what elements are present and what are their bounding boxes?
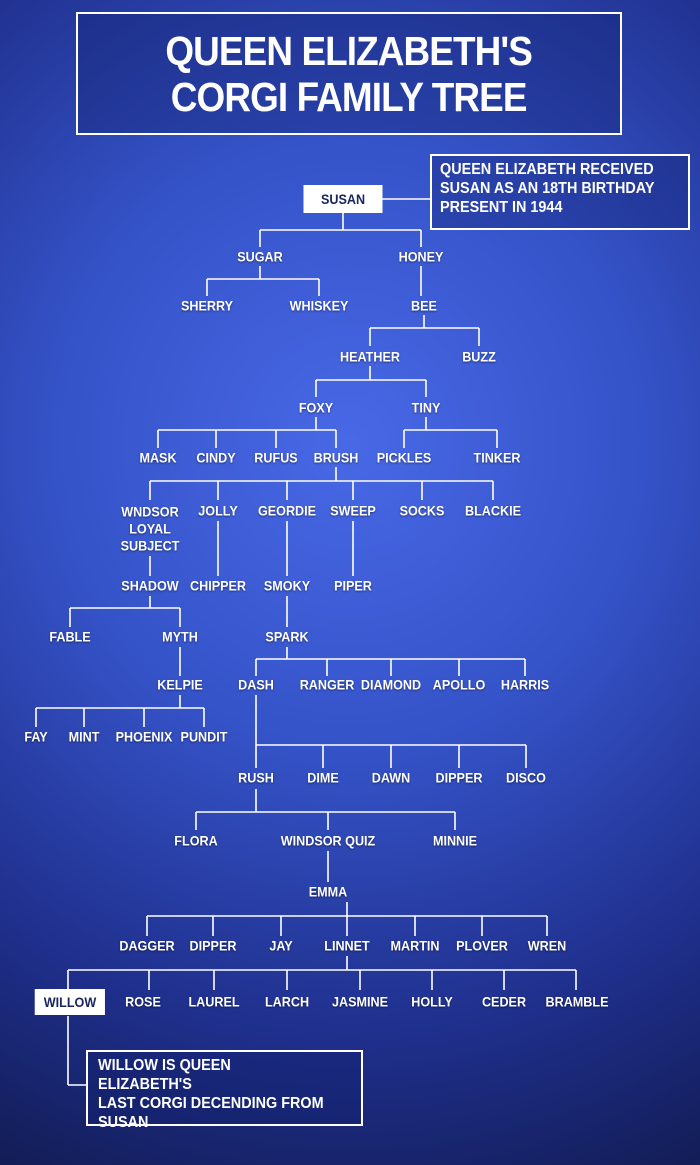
- dog-pickles: PICKLES: [376, 449, 432, 466]
- dog-rush: RUSH: [238, 769, 274, 786]
- dog-sherry: SHERRY: [180, 297, 234, 314]
- susan-note-box: QUEEN ELIZABETH RECEIVED SUSAN AS AN 18T…: [430, 154, 690, 230]
- dog-dime: DIME: [307, 769, 339, 786]
- dog-whiskey: WHISKEY: [289, 297, 349, 314]
- dog-dipper-2: DIPPER: [189, 937, 237, 954]
- dog-wren: WREN: [527, 937, 567, 954]
- dog-heather: HEATHER: [340, 348, 400, 365]
- dog-sugar: SUGAR: [237, 248, 283, 265]
- dog-martin: MARTIN: [390, 937, 440, 954]
- dog-kelpie: KELPIE: [157, 676, 203, 693]
- dog-honey: HONEY: [398, 248, 444, 265]
- dog-bramble: BRAMBLE: [545, 993, 609, 1010]
- dog-diamond: DIAMOND: [360, 676, 422, 693]
- dog-blackie: BLACKIE: [464, 502, 522, 519]
- dog-harris: HARRIS: [500, 676, 550, 693]
- dog-plover: PLOVER: [456, 937, 508, 954]
- dog-bee: BEE: [411, 297, 437, 314]
- dog-fay: FAY: [24, 728, 48, 745]
- dog-disco: DISCO: [506, 769, 546, 786]
- dog-holly: HOLLY: [411, 993, 453, 1010]
- dog-chipper: CHIPPER: [189, 577, 247, 594]
- dog-jay: JAY: [269, 937, 293, 954]
- dog-sweep: SWEEP: [330, 502, 376, 519]
- dog-dash: DASH: [238, 676, 274, 693]
- dog-flora: FLORA: [174, 832, 218, 849]
- dog-apollo: APOLLO: [432, 676, 486, 693]
- dog-ranger: RANGER: [299, 676, 355, 693]
- dog-minnie: MINNIE: [432, 832, 478, 849]
- dog-mint: MINT: [68, 728, 100, 745]
- dog-shadow: SHADOW: [121, 577, 179, 594]
- dog-geordie: GEORDIE: [257, 502, 317, 519]
- dog-laurel: LAUREL: [188, 993, 240, 1010]
- dog-dagger: DAGGER: [119, 937, 175, 954]
- dog-buzz: BUZZ: [462, 348, 496, 365]
- title-line-2: CORGI FAMILY TREE: [171, 73, 528, 120]
- dog-mask: MASK: [139, 449, 177, 466]
- dog-willow-box: WILLOW: [34, 989, 106, 1015]
- dog-dipper: DIPPER: [435, 769, 483, 786]
- dog-rufus: RUFUS: [254, 449, 298, 466]
- dog-cindy: CINDY: [196, 449, 236, 466]
- willow-note-box: WILLOW IS QUEEN ELIZABETH'S LAST CORGI D…: [86, 1050, 363, 1131]
- willow-note-text: WILLOW IS QUEEN ELIZABETH'S LAST CORGI D…: [98, 1057, 324, 1131]
- dog-dawn: DAWN: [371, 769, 411, 786]
- susan-note-text: QUEEN ELIZABETH RECEIVED SUSAN AS AN 18T…: [440, 161, 655, 216]
- title-banner: QUEEN ELIZABETH'S CORGI FAMILY TREE: [76, 12, 622, 135]
- title-line-1: QUEEN ELIZABETH'S: [165, 27, 534, 74]
- dog-linnet: LINNET: [324, 937, 370, 954]
- dog-fable: FABLE: [49, 628, 91, 645]
- dog-windsor-quiz: WINDSOR QUIZ: [280, 832, 376, 849]
- dog-piper: PIPER: [334, 577, 372, 594]
- dog-susan: SUSAN: [320, 191, 366, 207]
- dog-jasmine: JASMINE: [331, 993, 389, 1010]
- dog-phoenix: PHOENIX: [115, 728, 173, 745]
- dog-pundit: PUNDIT: [180, 728, 228, 745]
- dog-ceder: CEDER: [481, 993, 527, 1010]
- dog-foxy: FOXY: [298, 399, 334, 416]
- dog-tinker: TINKER: [473, 449, 521, 466]
- dog-rose: ROSE: [125, 993, 161, 1010]
- dog-tiny: TINY: [411, 399, 441, 416]
- dog-socks: SOCKS: [399, 502, 445, 519]
- dog-larch: LARCH: [264, 993, 310, 1010]
- dog-smoky: SMOKY: [263, 577, 311, 594]
- dog-susan-box: SUSAN: [303, 185, 383, 213]
- dog-windsor-loyal-subject: WNDSOR LOYAL SUBJECT: [120, 503, 180, 554]
- dog-myth: MYTH: [162, 628, 198, 645]
- dog-jolly: JOLLY: [198, 502, 238, 519]
- dog-brush: BRUSH: [313, 449, 359, 466]
- dog-emma: EMMA: [308, 883, 348, 900]
- dog-willow: WILLOW: [43, 994, 97, 1010]
- dog-spark: SPARK: [265, 628, 309, 645]
